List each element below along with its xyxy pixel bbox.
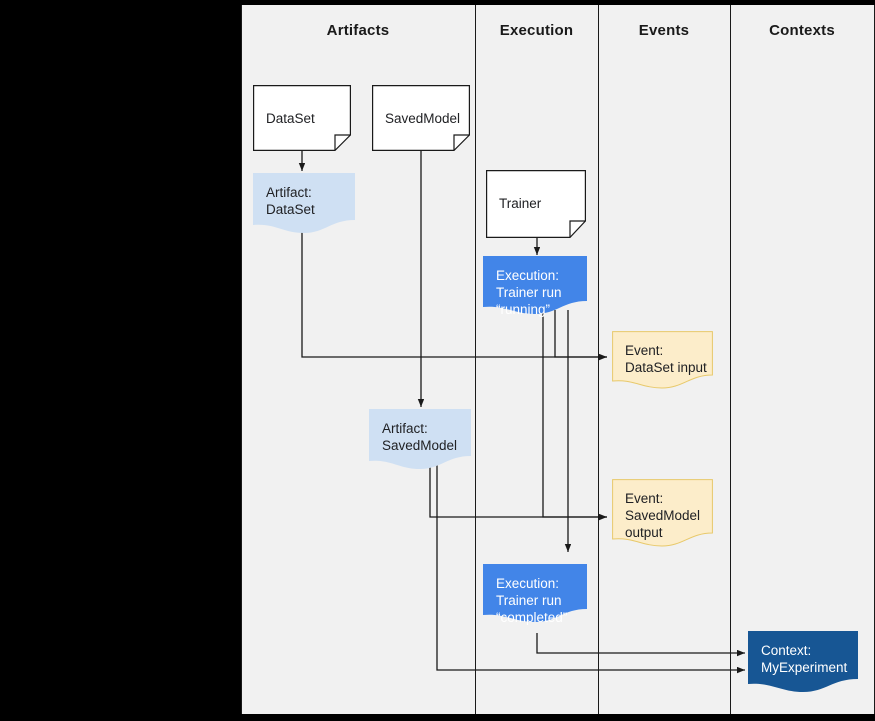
node-trainer-document[interactable]: Trainer (486, 170, 586, 238)
node-event-savedmodel-output-label: Event: SavedModel output (625, 491, 701, 540)
lane-divider-artifacts-execution (475, 5, 476, 714)
wire-execution-completed-to-context (536, 633, 745, 657)
node-dataset-label: DataSet (266, 111, 315, 126)
wave-shape (483, 256, 587, 314)
lane-header-contexts: Contexts (769, 22, 835, 39)
node-artifact-savedmodel-label: Artifact: SavedModel (382, 421, 458, 453)
lane-header-events: Events (638, 22, 690, 39)
wave-shape (748, 631, 858, 692)
wire-artifact-dataset-to-event (301, 231, 607, 361)
document-shape (372, 85, 470, 151)
document-shape (486, 170, 586, 238)
node-event-dataset-input[interactable]: Event: DataSet input (612, 331, 713, 389)
node-execution-completed[interactable]: Execution: Trainer run “completed” (483, 564, 587, 625)
lane-header-execution: Execution (499, 22, 574, 39)
node-event-dataset-input-label: Event: DataSet input (625, 343, 707, 375)
node-context-myexperiment-label: Context: MyExperiment (761, 643, 848, 675)
wave-shape (612, 479, 713, 547)
node-artifact-dataset[interactable]: Artifact: DataSet (253, 173, 355, 233)
wire-execution-running-to-event-savedmodel (542, 310, 607, 518)
wire-execution-running-to-event-dataset (554, 310, 607, 358)
wire-artifact-savedmodel-to-context (436, 460, 745, 674)
lane-header-artifacts: Artifacts (326, 22, 390, 39)
node-savedmodel-label: SavedModel (385, 111, 461, 126)
lane-divider-execution-events (598, 5, 599, 714)
node-execution-running[interactable]: Execution: Trainer run “running” (483, 256, 587, 317)
node-dataset-document[interactable]: DataSet (253, 85, 351, 151)
swimlane-board: Artifacts Execution Events Contexts (241, 5, 875, 714)
connector-layer (298, 150, 745, 674)
node-artifact-savedmodel[interactable]: Artifact: SavedModel (369, 409, 471, 469)
lane-divider-left (241, 5, 242, 714)
node-execution-running-label: Execution: Trainer run “running” (496, 268, 562, 317)
wave-shape (253, 173, 355, 233)
node-event-savedmodel-output[interactable]: Event: SavedModel output (612, 479, 713, 547)
node-savedmodel-document[interactable]: SavedModel (372, 85, 470, 151)
wave-shape (369, 409, 471, 469)
node-context-myexperiment[interactable]: Context: MyExperiment (748, 631, 858, 693)
node-artifact-dataset-label: Artifact: DataSet (266, 185, 315, 217)
node-trainer-label: Trainer (499, 196, 542, 211)
lane-divider-events-contexts (730, 5, 731, 714)
wave-shape (483, 564, 587, 622)
document-shape (253, 85, 351, 151)
node-execution-completed-label: Execution: Trainer run “completed” (496, 576, 568, 625)
wave-shape (612, 331, 713, 389)
